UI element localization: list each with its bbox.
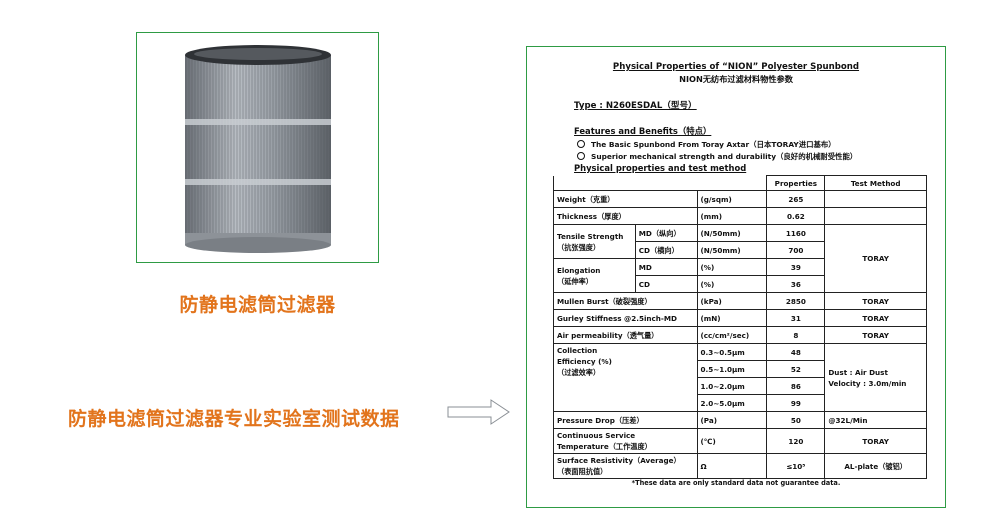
table-row: 0.5~1.0μm 52 bbox=[554, 360, 927, 378]
circle-bullet-icon bbox=[577, 140, 585, 148]
arrow-right-icon bbox=[447, 399, 510, 425]
product-photo bbox=[136, 32, 379, 263]
table-row: Air permeability（透气量） (cc/cm²/sec) 8 TOR… bbox=[553, 326, 927, 344]
feature-item: The Basic Spunbond From Toray Axtar（日本TO… bbox=[577, 139, 836, 150]
header-test-method: Test Method bbox=[824, 175, 927, 191]
features-heading: Features and Benefits（特点） bbox=[574, 126, 712, 136]
table-row: 2.0~5.0μm 99 bbox=[554, 394, 927, 412]
properties-table: Properties Test Method Weight（克重） (g/sqm… bbox=[552, 175, 927, 479]
table-row: Tensile Strength（抗张强度） MD（纵向） (N/50mm) 1… bbox=[553, 224, 927, 293]
table-row: Surface Resistivity（Average）（表面阻抗值） Ω ≤1… bbox=[553, 453, 927, 479]
table-row: Mullen Burst（破裂强度） (kPa) 2850 TORAY bbox=[553, 292, 927, 310]
pp-heading: Physical properties and test method bbox=[574, 163, 747, 173]
lab-test-label: 防静电滤筒过滤器专业实验室测试数据 bbox=[68, 408, 400, 430]
table-header-row: Properties Test Method bbox=[552, 175, 927, 191]
circle-bullet-icon bbox=[577, 152, 585, 160]
header-properties: Properties bbox=[766, 175, 826, 191]
table-row: Pressure Drop（压差） (Pa) 50 @32L/Min bbox=[553, 411, 927, 429]
table-row: Weight（克重） (g/sqm) 265 bbox=[553, 190, 927, 208]
disclaimer-note: *These data are only standard data not g… bbox=[631, 479, 841, 487]
table-row: Gurley Stiffness @2.5inch-MD (mN) 31 TOR… bbox=[553, 309, 927, 327]
table-row: Thickness（厚度） (mm) 0.62 bbox=[553, 207, 927, 225]
spec-subtitle: NION无纺布过滤材料物性参数 bbox=[679, 74, 793, 84]
feature-item: Superior mechanical strength and durabil… bbox=[577, 151, 857, 162]
product-caption: 防静电滤筒过滤器 bbox=[179, 294, 336, 316]
type-line: Type : N260ESDAL（型号） bbox=[574, 101, 697, 111]
filter-cartridge-image bbox=[185, 45, 331, 253]
spec-title: Physical Properties of “NION” Polyester … bbox=[612, 62, 860, 72]
toray-method-group: TORAY bbox=[824, 224, 927, 293]
spec-sheet: Physical Properties of “NION” Polyester … bbox=[526, 46, 946, 508]
